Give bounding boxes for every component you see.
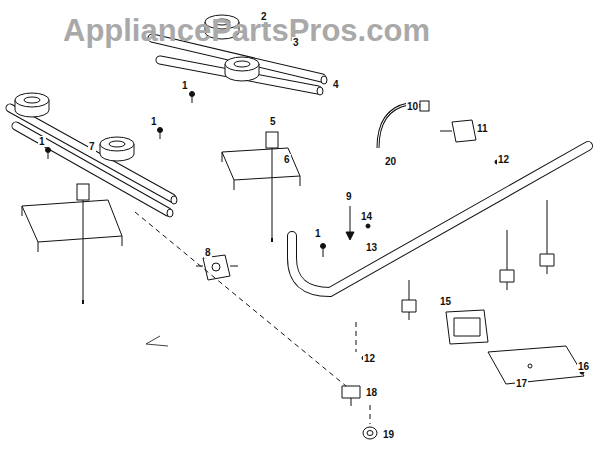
callout-number: 1	[38, 136, 46, 147]
callout-number: 4	[332, 79, 340, 90]
callout-number: 12	[363, 353, 376, 364]
callout-number: 10	[406, 101, 419, 112]
callout-number: 5	[269, 116, 277, 127]
callout-number: 8	[204, 247, 212, 258]
callout-number: 1	[181, 80, 189, 91]
callout-number: 12	[497, 154, 510, 165]
callout-number: 20	[384, 156, 397, 167]
callout-number: 17	[515, 378, 528, 389]
callout-number: 11	[476, 123, 489, 134]
watermark: AppliancePartsPros.com	[62, 14, 431, 48]
callout-number: 1	[314, 228, 322, 239]
callout-number: 6	[283, 154, 291, 165]
callout-number: 14	[360, 211, 373, 222]
callout-number: 3	[292, 37, 300, 48]
callout-number: 19	[382, 429, 395, 440]
callout-number: 15	[439, 296, 452, 307]
callout-number: 18	[365, 387, 378, 398]
callout-number: 7	[88, 141, 96, 152]
callout-number: 16	[577, 361, 590, 372]
callout-number: 9	[345, 191, 353, 202]
callout-number: 2	[260, 11, 268, 22]
callout-number: 1	[150, 116, 158, 127]
callout-number: 13	[365, 242, 378, 253]
